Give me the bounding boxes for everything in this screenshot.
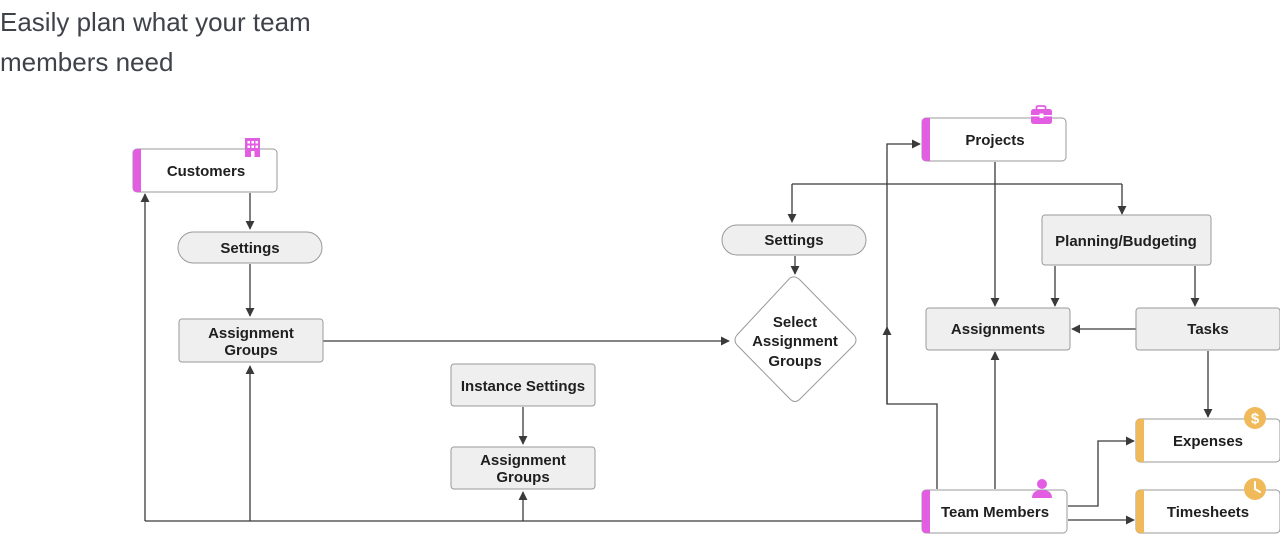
clock-icon (1244, 478, 1266, 500)
headline-line-1: Easily plan what your team (0, 7, 311, 37)
node-assignment-groups-left[interactable]: Assignment Groups (178, 318, 324, 363)
node-select-assignment-groups[interactable]: Select Assignment Groups (734, 276, 857, 402)
node-tasks[interactable]: Tasks (1135, 307, 1280, 351)
person-icon (1032, 479, 1052, 498)
node-select-line1: Select (773, 314, 817, 331)
node-assignments-label: Assignments (951, 321, 1045, 338)
node-planning-budgeting-label: Planning/Budgeting (1055, 233, 1197, 250)
headline-line-2: members need (0, 47, 174, 77)
node-assignment-groups-left-line2: Groups (224, 342, 277, 359)
node-timesheets[interactable]: Timesheets (1135, 478, 1280, 534)
connector-team-members-to-projects (882, 326, 938, 489)
node-team-members[interactable]: Team Members (921, 479, 1068, 534)
connectors (140, 139, 1213, 525)
node-settings-right[interactable]: Settings (721, 224, 867, 256)
node-select-line3: Groups (768, 353, 821, 370)
node-assignment-groups-middle[interactable]: Assignment Groups (450, 446, 596, 490)
node-tasks-label: Tasks (1187, 321, 1228, 338)
page-headline: Easily plan what your team members need (0, 2, 360, 82)
connector-team-members-to-expenses (1068, 436, 1135, 507)
connector-route-to-projects (886, 139, 921, 404)
node-settings-right-label: Settings (764, 232, 823, 249)
node-projects-label: Projects (965, 132, 1024, 149)
node-assignment-groups-middle-line1: Assignment (480, 452, 566, 469)
dollar-coin-icon: $ (1244, 407, 1266, 429)
building-icon (245, 138, 260, 157)
node-customers-label: Customers (167, 163, 245, 180)
node-customers[interactable]: Customers (132, 138, 278, 193)
svg-text:$: $ (1251, 411, 1260, 428)
node-assignment-groups-middle-line2: Groups (496, 469, 549, 486)
node-expenses[interactable]: Expenses $ (1135, 407, 1280, 463)
node-timesheets-label: Timesheets (1167, 504, 1249, 521)
node-instance-settings-label: Instance Settings (461, 378, 585, 395)
node-assignment-groups-left-line1: Assignment (208, 325, 294, 342)
node-select-line2: Assignment (752, 333, 838, 350)
node-planning-budgeting[interactable]: Planning/Budgeting (1041, 214, 1212, 266)
briefcase-icon (1031, 105, 1052, 124)
node-assignments[interactable]: Assignments (925, 307, 1071, 351)
node-projects[interactable]: Projects (921, 105, 1067, 162)
node-team-members-label: Team Members (941, 504, 1049, 521)
node-instance-settings[interactable]: Instance Settings (450, 363, 596, 407)
node-expenses-label: Expenses (1173, 433, 1243, 450)
node-settings-left[interactable]: Settings (177, 231, 323, 264)
node-settings-left-label: Settings (220, 240, 279, 257)
